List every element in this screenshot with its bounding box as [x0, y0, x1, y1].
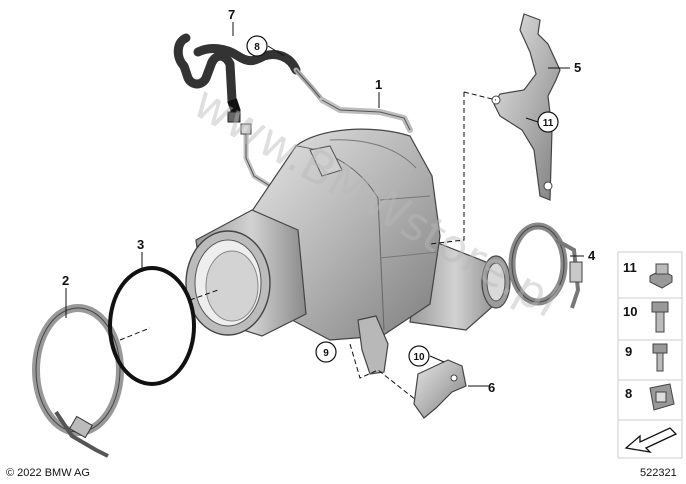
callout-11: 11 [537, 111, 559, 133]
callout-9: 9 [315, 341, 337, 363]
gasket-ring-part [108, 266, 196, 386]
svg-text:11: 11 [543, 118, 554, 129]
callout-7: 7 [228, 7, 235, 22]
pressure-pipe-part [240, 97, 413, 189]
clip-icon [649, 383, 675, 411]
arrow-icon [624, 427, 678, 453]
callout-5: 5 [574, 60, 581, 75]
callout-3: 3 [137, 237, 144, 252]
svg-text:11: 11 [623, 260, 637, 275]
callout-8: 8 [246, 35, 268, 57]
svg-text:10: 10 [623, 304, 637, 319]
upper-bracket-part [491, 13, 561, 201]
vacuum-hose-part [173, 33, 325, 123]
leader-lines [65, 22, 584, 401]
nut-icon [649, 263, 673, 289]
inlet-clamp-part [32, 304, 124, 458]
side-item-8: 8 [625, 383, 675, 411]
callout-6: 6 [488, 380, 495, 395]
svg-text:10: 10 [413, 352, 425, 363]
side-panel: 11 10 9 8 [617, 251, 683, 459]
outlet-clamp-part [508, 222, 583, 309]
svg-text:9: 9 [625, 344, 632, 359]
side-item-9: 9 [625, 343, 668, 372]
svg-text:8: 8 [254, 42, 260, 53]
bolt-icon [651, 301, 669, 333]
side-item-10: 10 [623, 301, 669, 333]
screw-icon [652, 343, 668, 372]
svg-text:9: 9 [323, 348, 329, 359]
callout-2: 2 [62, 273, 69, 288]
callout-1: 1 [375, 77, 382, 92]
callout-4: 4 [588, 248, 596, 263]
callout-10: 10 [408, 345, 430, 367]
diagram-number: 522321 [640, 467, 677, 479]
copyright-text: © 2022 BMW AG [6, 467, 90, 479]
lower-bracket-part [413, 359, 467, 419]
particulate-filter-part [185, 128, 511, 375]
side-item-11: 11 [623, 260, 673, 289]
svg-text:8: 8 [625, 386, 632, 401]
